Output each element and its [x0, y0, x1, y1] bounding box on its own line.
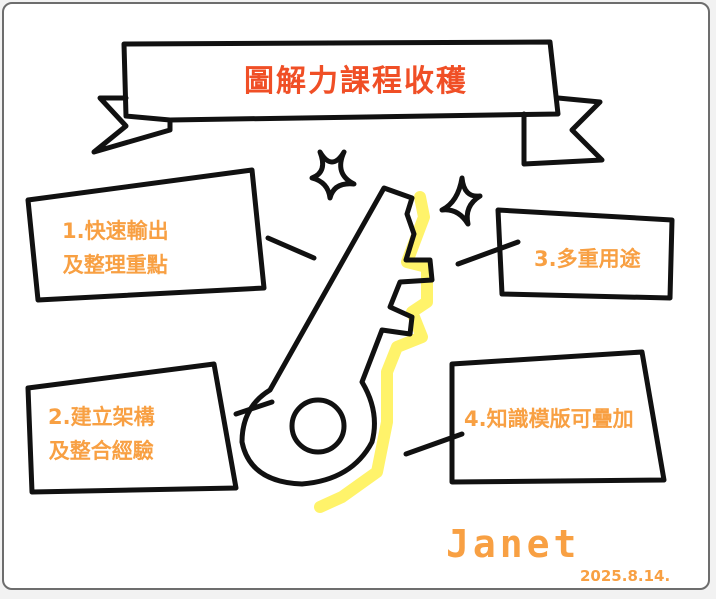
signature: Janet — [446, 522, 581, 566]
box-2-line2: 及整合經驗 — [48, 439, 154, 463]
connector — [233, 399, 275, 417]
sparkle-icon — [309, 149, 357, 201]
connector — [455, 239, 521, 267]
box-4-line1: 4.知識模版可疊加 — [464, 407, 634, 431]
box-2-frame — [25, 361, 239, 495]
sketch-drawing — [25, 39, 675, 513]
box-1-frame — [25, 167, 267, 303]
key-ring-hole — [289, 397, 347, 455]
sparkle-icon — [439, 175, 483, 227]
banner-left-tail — [91, 95, 173, 155]
sketch-canvas: 圖解力課程收穫 1.快速輸出 及整理重點 2.建立架構 及整合經驗 3.多重用途… — [2, 2, 710, 590]
box-1-line2: 及整理重點 — [62, 253, 168, 277]
page-title: 圖解力課程收穫 — [244, 64, 468, 99]
date: 2025.8.14. — [580, 567, 671, 585]
box-3-frame — [495, 207, 675, 301]
box-3-text: 3.多重用途 — [534, 242, 641, 276]
connector — [403, 431, 465, 457]
box-3-line1: 3.多重用途 — [534, 247, 641, 271]
key-outline — [239, 185, 435, 487]
banner-right-tail — [521, 95, 605, 167]
box-1-line1: 1.快速輸出 — [62, 219, 169, 243]
box-4-frame — [449, 349, 667, 485]
box-1-text: 1.快速輸出 及整理重點 — [62, 214, 169, 282]
box-4-text: 4.知識模版可疊加 — [464, 402, 634, 436]
connector — [265, 235, 317, 261]
box-2-text: 2.建立架構 及整合經驗 — [48, 400, 155, 468]
box-2-line1: 2.建立架構 — [48, 405, 155, 429]
banner — [121, 39, 561, 123]
